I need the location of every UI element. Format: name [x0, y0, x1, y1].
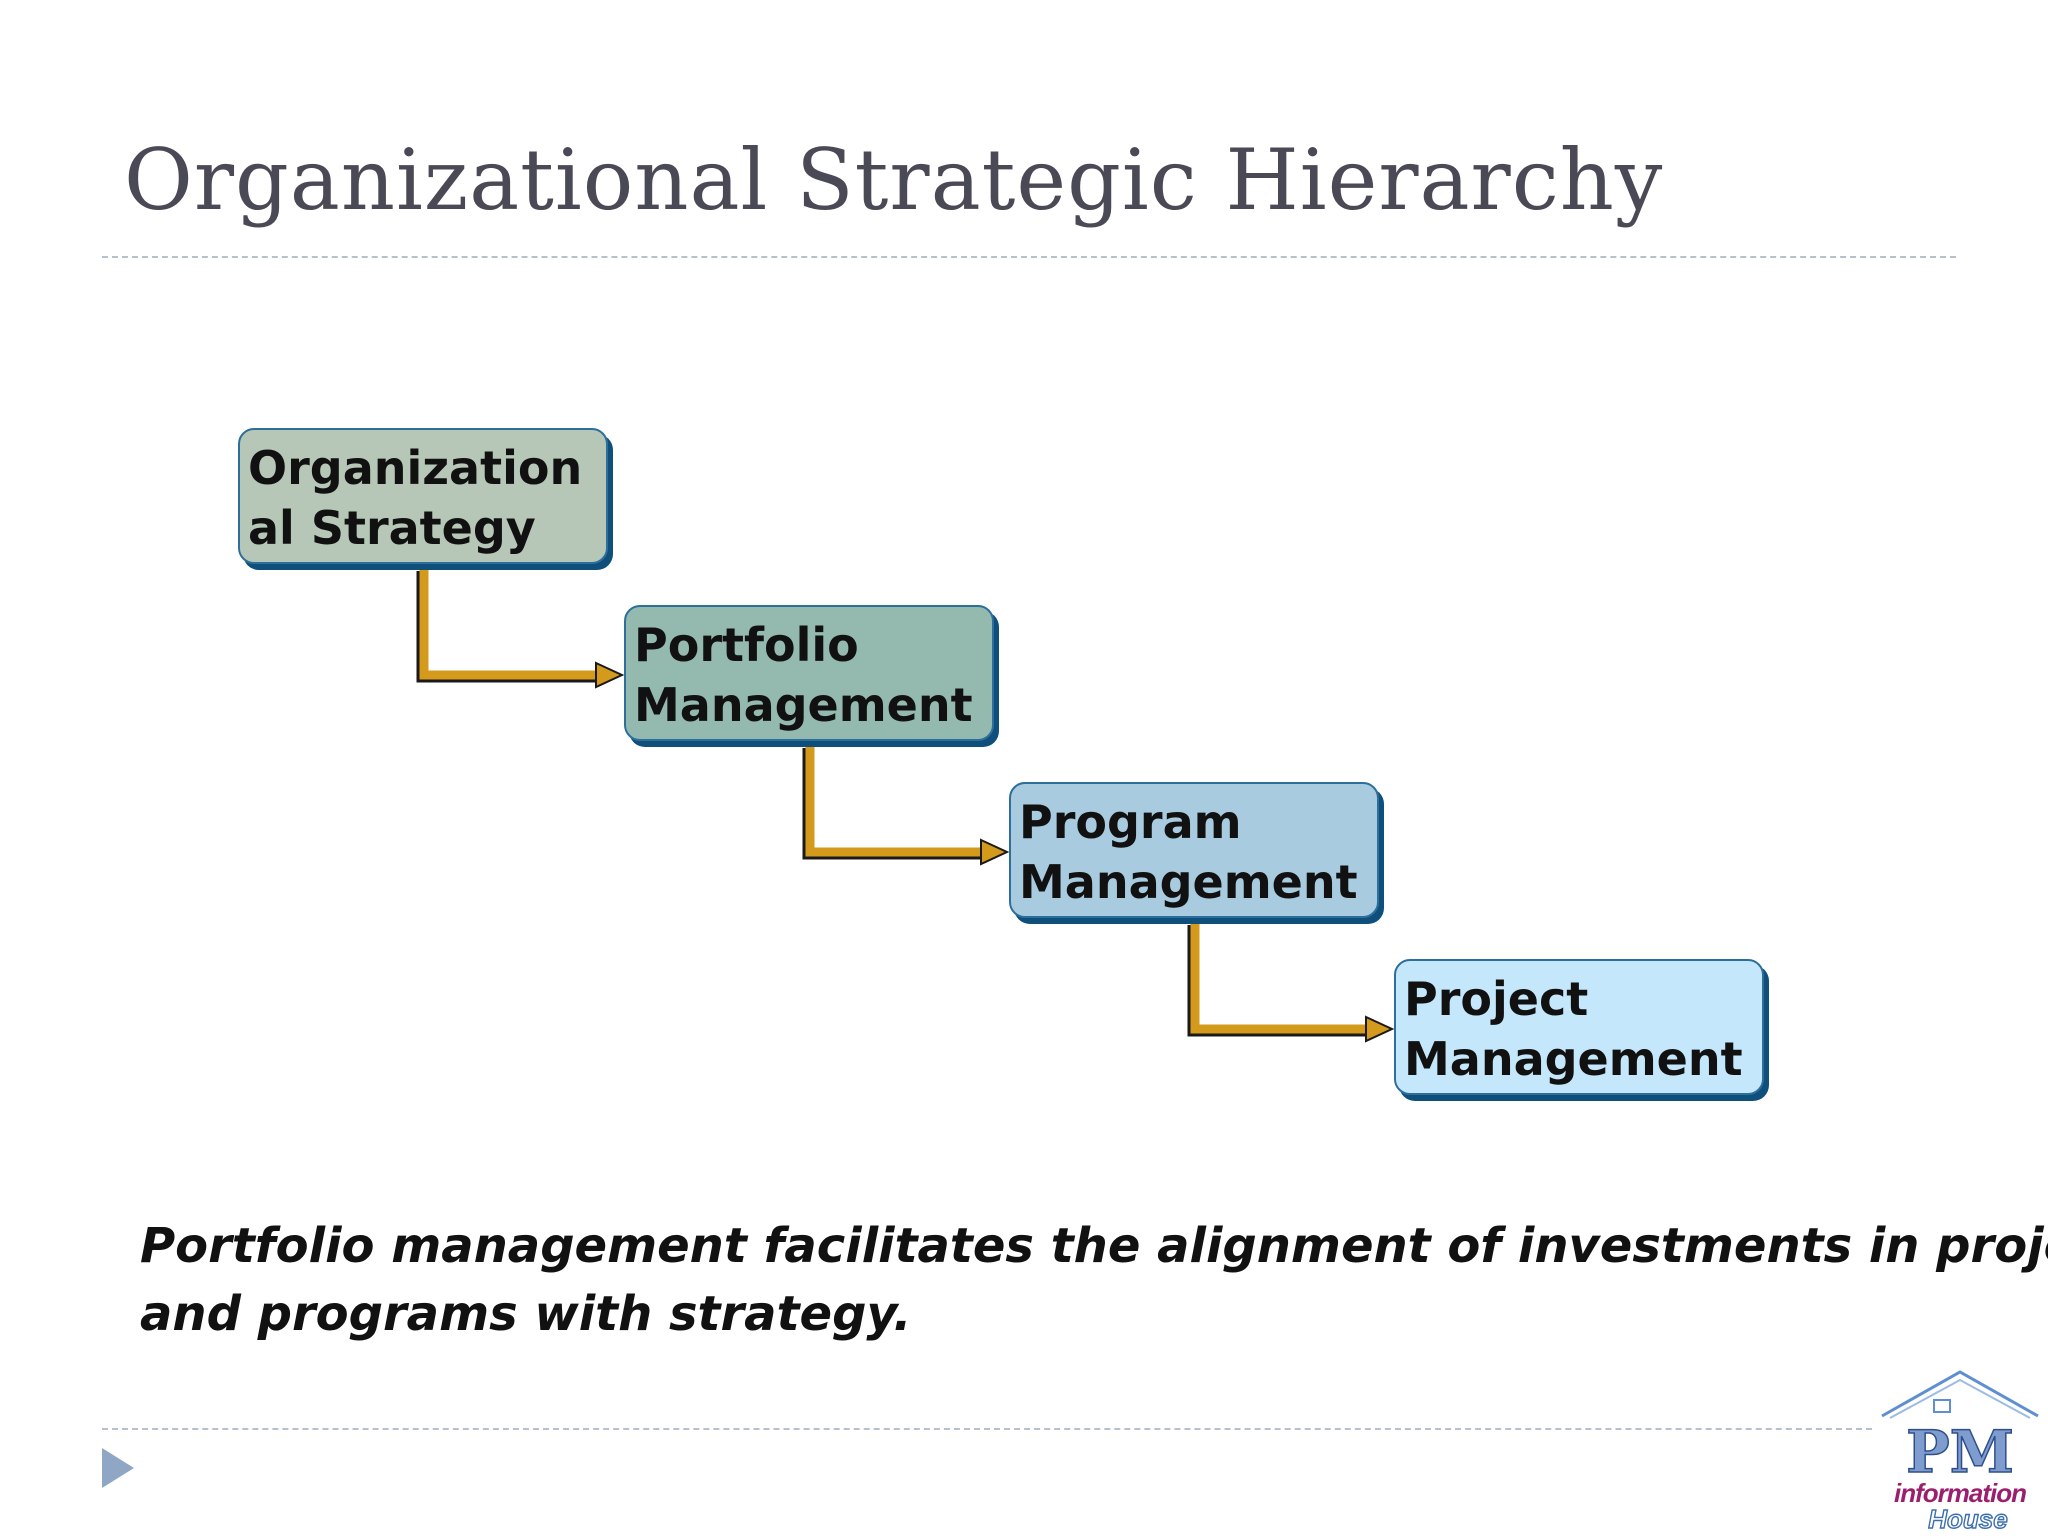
- box-portfolio-management: Portfolio Management: [624, 605, 994, 741]
- caption-line-1: Portfolio management facilitates the ali…: [140, 1218, 2048, 1274]
- connector-shadow: [802, 748, 984, 860]
- slide-title: Organizational Strategic Hierarchy: [124, 131, 1664, 229]
- connector-line: [805, 745, 987, 857]
- svg-text:PM: PM: [1906, 1418, 2014, 1486]
- box-portfolio-management-line-1: Portfolio: [634, 618, 859, 672]
- svg-text:House: House: [1928, 1504, 2007, 1532]
- box-project-management-line-1: Project: [1404, 972, 1589, 1026]
- triangle-right-icon[interactable]: [100, 1446, 136, 1490]
- connector-shadow: [416, 571, 599, 683]
- title-divider: [102, 256, 1956, 258]
- connector-line: [419, 568, 602, 680]
- connector-line: [1190, 922, 1372, 1034]
- box-project-management: Project Management: [1394, 959, 1764, 1095]
- footer-divider: [102, 1428, 1872, 1430]
- slide-caption: Portfolio management facilitates the ali…: [140, 1212, 2048, 1348]
- box-organizational-strategy: Organization al Strategy: [238, 428, 608, 564]
- caption-line-2: and programs with strategy.: [140, 1286, 912, 1342]
- pm-information-house-logo: PM information House: [1881, 1370, 2039, 1532]
- box-portfolio-management-line-2: Management: [634, 678, 973, 732]
- box-program-management-line-2: Management: [1019, 855, 1358, 909]
- box-organizational-strategy-line-2: al Strategy: [248, 501, 536, 555]
- connector-arrowhead: [1365, 1015, 1395, 1043]
- connector-arrowhead: [595, 661, 625, 689]
- connector-arrowhead: [980, 838, 1010, 866]
- box-organizational-strategy-line-1: Organization: [248, 441, 583, 495]
- box-project-management-line-2: Management: [1404, 1032, 1743, 1086]
- connector-shadow: [1187, 925, 1369, 1037]
- box-program-management-line-1: Program: [1019, 795, 1242, 849]
- svg-text:information: information: [1894, 1478, 2026, 1508]
- box-program-management: Program Management: [1009, 782, 1379, 918]
